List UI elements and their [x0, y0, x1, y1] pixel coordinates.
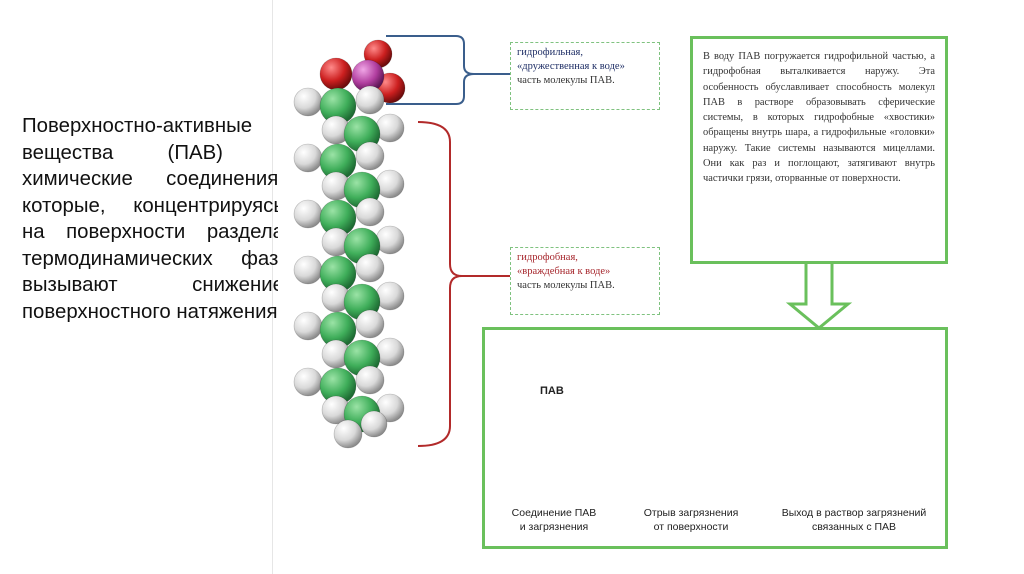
hydrogen-atom — [375, 281, 405, 311]
hydrogen-atom — [375, 225, 405, 255]
caption-detachment: Отрыв загрязнения от поверхности — [643, 507, 739, 533]
hydrogen-atom — [355, 253, 385, 283]
hydrophobic-subtitle: «враждебная к воде» — [517, 266, 611, 277]
definition-text: Поверхностно-активные вещества (ПАВ) - х… — [22, 115, 284, 323]
hydrophobic-bracket — [417, 121, 463, 447]
hydrogen-atom — [355, 85, 385, 115]
micelle-description: В воду ПАВ погружается гидрофильной част… — [690, 36, 948, 264]
down-arrow — [785, 264, 853, 330]
surfactant-figure: гидрофильная, «дружественная к воде» час… — [278, 14, 978, 554]
hydrophilic-label: гидрофильная, «дружественная к воде» час… — [510, 42, 660, 110]
oxygen-atom — [319, 57, 353, 91]
hydrogen-atom — [355, 365, 385, 395]
hydrophobic-title: гидрофобная, — [517, 252, 578, 263]
hydrophilic-title: гидрофильная, — [517, 47, 583, 58]
hydrogen-atom — [355, 197, 385, 227]
pav-label: ПАВ — [540, 385, 564, 397]
hydrogen-atom — [375, 113, 405, 143]
caption-release: Выход в раствор загрязнений связанных с … — [781, 507, 927, 533]
caption-binding: Соединение ПАВ и загрязнения — [511, 507, 597, 533]
hydrogen-atom — [293, 311, 323, 341]
hydrophobic-label: гидрофобная, «враждебная к воде» часть м… — [510, 247, 660, 315]
hydrogen-atom — [355, 141, 385, 171]
hydrogen-atom — [293, 87, 323, 117]
hydrogen-atom — [293, 255, 323, 285]
hydrogen-atom — [333, 419, 363, 449]
hydrogen-atom — [360, 410, 388, 438]
molecule-model — [293, 39, 406, 449]
hydrophobic-note: часть молекулы ПАВ. — [517, 280, 615, 291]
hydrogen-atom — [355, 309, 385, 339]
hydrogen-atom — [293, 367, 323, 397]
slide-divider — [272, 0, 273, 574]
hydrogen-atom — [293, 143, 323, 173]
hydrogen-atom — [375, 337, 405, 367]
hydrophilic-note: часть молекулы ПАВ. — [517, 75, 615, 86]
hydrogen-atom — [375, 169, 405, 199]
hydrophilic-subtitle: «дружественная к воде» — [517, 61, 625, 72]
hydrogen-atom — [293, 199, 323, 229]
cleaning-process-box — [482, 327, 948, 549]
